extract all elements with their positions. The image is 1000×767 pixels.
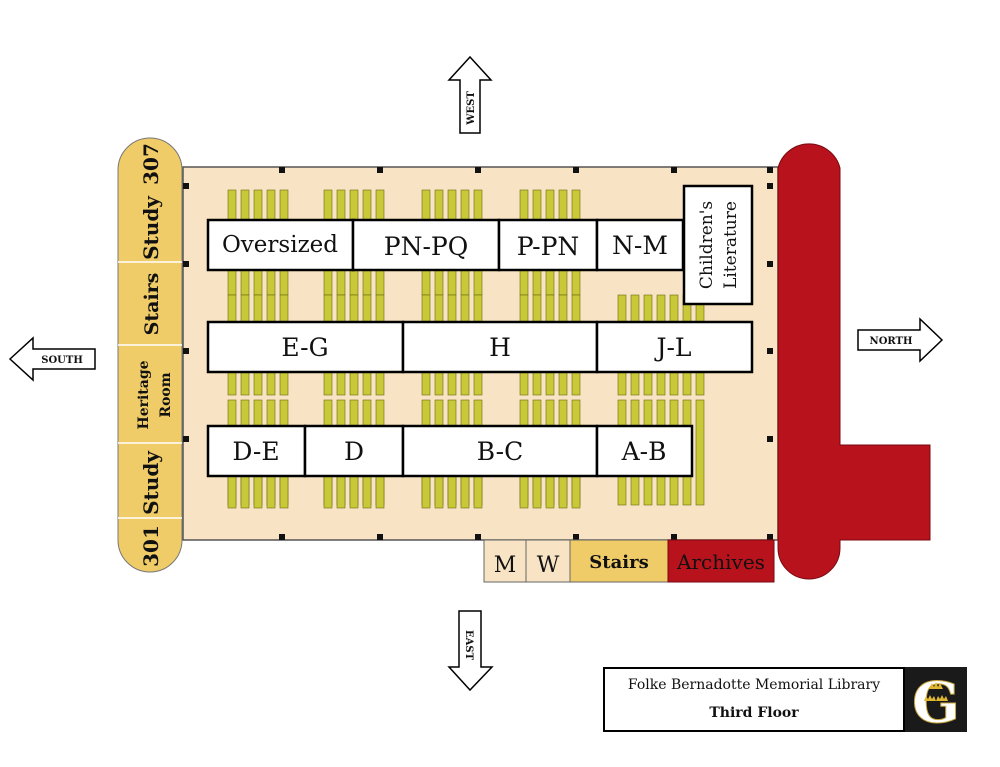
library-name: Folke Bernadotte Memorial Library — [627, 677, 881, 693]
north-label: NORTH — [870, 336, 913, 347]
range-pn-pq: PN-PQ — [384, 232, 468, 261]
pillar — [767, 436, 773, 442]
pillar — [279, 534, 285, 540]
east-arrow: EAST — [447, 610, 494, 692]
shelf — [227, 475, 237, 509]
range-h: H — [489, 333, 511, 362]
stack-row-1: Oversized PN-PQ P-PN N-M Children's Lite… — [206, 184, 754, 306]
pillar — [671, 167, 677, 173]
shelf — [375, 475, 385, 509]
archives-label: Archives — [676, 550, 765, 574]
shelf — [362, 475, 372, 509]
pillar — [671, 534, 677, 540]
shelf — [558, 475, 568, 509]
shelf — [695, 399, 705, 506]
shelf — [323, 475, 333, 509]
range-j-l: J-L — [653, 333, 691, 362]
bottom-rooms: M W Stairs Archives — [483, 539, 775, 583]
room-301-label: 301 — [139, 525, 163, 567]
shelf — [519, 475, 529, 509]
stairs-bottom-label: Stairs — [589, 552, 648, 573]
pillar — [767, 534, 773, 540]
pillar — [573, 167, 579, 173]
shelf — [266, 475, 276, 509]
pillar — [183, 183, 189, 189]
range-n-m: N-M — [612, 231, 668, 260]
shelf — [253, 475, 263, 509]
title-box: Folke Bernadotte Memorial Library Third … — [603, 667, 905, 732]
womens-restroom — [525, 539, 571, 583]
south-arrow: SOUTH — [8, 336, 96, 382]
shelf — [349, 475, 359, 509]
pillars — [183, 167, 773, 540]
stairs-left-label: Stairs — [141, 273, 163, 336]
childrens-literature-box — [682, 184, 754, 306]
shelf — [240, 475, 250, 509]
shelf — [545, 475, 555, 509]
logo-letter: G — [912, 670, 960, 732]
range-oversized: Oversized — [222, 232, 338, 258]
range-d-e: D-E — [232, 437, 279, 466]
shelf — [460, 475, 470, 509]
pillar — [183, 261, 189, 267]
pillar — [767, 167, 773, 173]
range-p-pn: P-PN — [517, 232, 580, 261]
pillar — [767, 183, 773, 189]
pillar — [767, 348, 773, 354]
shelf — [336, 475, 346, 509]
study-bottom-label: Study — [139, 450, 163, 515]
stack-row-3: D-E D B-C A-B — [206, 424, 694, 478]
west-label: WEST — [466, 91, 477, 126]
range-a-b: A-B — [621, 437, 667, 466]
study-top-label: Study — [139, 195, 163, 260]
childrens-line2: Literature — [721, 201, 741, 289]
floor-name: Third Floor — [709, 705, 799, 721]
university-logo: G — [905, 667, 967, 737]
room-307-label: 307 — [139, 143, 163, 185]
shelf — [434, 475, 444, 509]
shelf — [571, 475, 581, 509]
womens-label: W — [537, 553, 560, 578]
shelf — [473, 475, 483, 509]
pillar — [475, 534, 481, 540]
mens-restroom — [483, 539, 527, 583]
range-b-c: B-C — [477, 437, 523, 466]
pillar — [377, 167, 383, 173]
heritage-room-line1: Heritage — [136, 360, 152, 429]
childrens-line1: Children's — [697, 201, 717, 289]
archives-wing — [777, 143, 931, 580]
heritage-room-line2: Room — [158, 372, 174, 417]
mens-label: M — [494, 553, 517, 578]
south-label: SOUTH — [41, 355, 83, 366]
stack-row-2: E-G H J-L — [206, 320, 754, 374]
left-rooms: 307 Study Stairs Heritage Room Study 301 — [117, 137, 183, 573]
pillar — [377, 534, 383, 540]
stairs-bottom — [569, 539, 669, 583]
pillar — [183, 436, 189, 442]
shelf — [532, 475, 542, 509]
range-e-g: E-G — [281, 333, 328, 362]
archives-room — [667, 539, 775, 583]
pillar — [573, 534, 579, 540]
shelf — [421, 475, 431, 509]
pillar — [279, 167, 285, 173]
pillar — [767, 261, 773, 267]
shelf — [279, 475, 289, 509]
crown-icons — [924, 682, 948, 701]
east-label: EAST — [463, 630, 474, 661]
shelf — [447, 475, 457, 509]
west-arrow: WEST — [447, 55, 493, 134]
pillar — [475, 167, 481, 173]
north-arrow: NORTH — [857, 317, 944, 363]
range-d: D — [344, 437, 364, 466]
pillar — [183, 348, 189, 354]
